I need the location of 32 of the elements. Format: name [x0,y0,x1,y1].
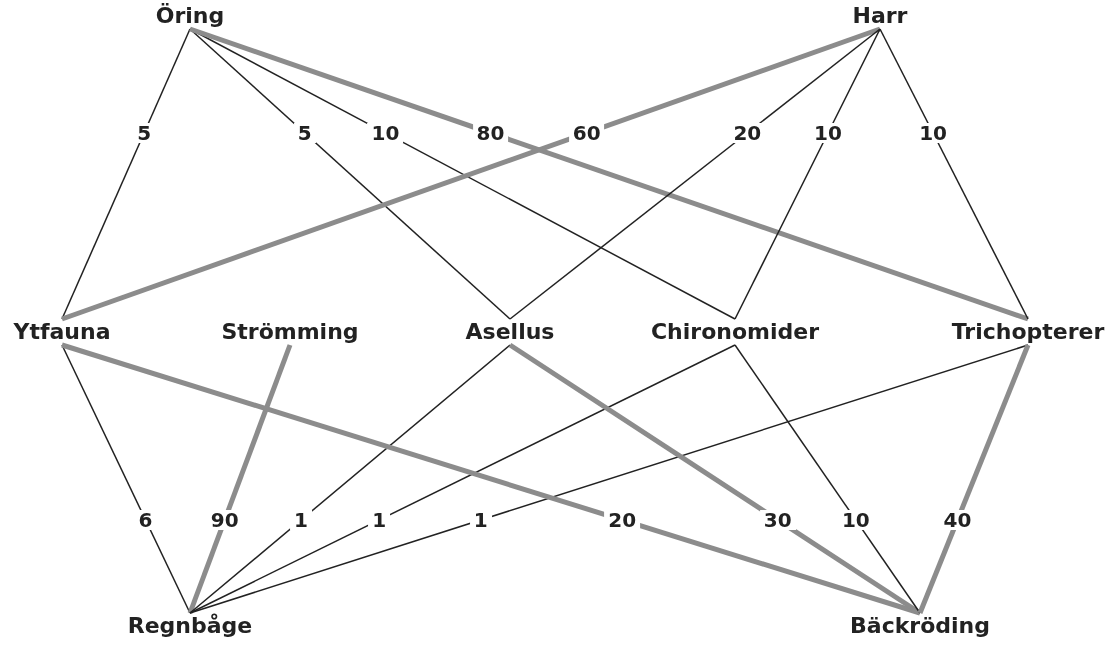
edge-label: 20 [604,510,641,530]
connector-line [917,344,1031,614]
species-name: Harr [848,1,912,31]
edge-label: 80 [472,123,509,143]
species-name: Regnbåge [123,611,257,641]
edge-label: 1 [469,510,492,530]
species-name: Asellus [461,317,559,347]
edge-label: 5 [293,123,316,143]
edge-label: 1 [368,510,391,530]
edge-label: 30 [759,510,796,530]
connector-line [187,344,293,614]
connector-line [508,342,922,616]
connector-line [61,28,191,320]
connector-line [189,26,1029,322]
edge-label: 10 [367,123,404,143]
species-name: Chironomider [646,317,824,347]
edge-label: 1 [290,510,312,530]
species-name: Öring [151,1,229,31]
connector-line [879,28,1029,320]
species-name: Ytfauna [9,317,115,347]
edge-label: 60 [568,123,605,143]
connector-line [734,28,881,320]
connector-line [189,344,511,614]
connector-line [734,344,921,614]
species-name: Trichopterer [947,317,1107,347]
species-name: Bäckröding [846,611,994,641]
connector-line [509,28,881,320]
connector-line [189,344,1029,614]
connector-line [189,344,736,614]
connector-line [61,26,881,322]
species-name: Strömming [217,317,363,347]
connector-line [61,342,921,616]
